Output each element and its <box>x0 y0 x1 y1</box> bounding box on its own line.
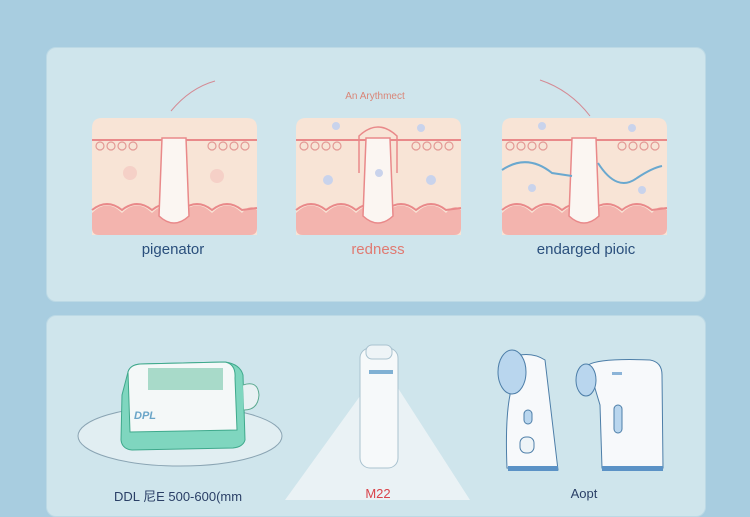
label-aopt: Aopt <box>570 486 598 501</box>
label-dpl-device: DDL 尼E 500-600(mm <box>113 489 243 504</box>
label-m22: M22 <box>365 486 391 501</box>
label-redness: redness <box>351 241 405 258</box>
panel-title: An Arythmect <box>345 91 405 102</box>
m22-handpiece-icon <box>359 344 399 469</box>
skin-diagram-redness <box>295 117 462 236</box>
arrow-left <box>170 80 216 112</box>
arrow-right <box>539 79 591 117</box>
skin-diagram-enlarged-pores <box>501 117 668 236</box>
skin-diagram-pigmentation <box>91 117 258 236</box>
dpl-device-icon: DPL <box>77 361 283 467</box>
dpl-badge: DPL <box>134 410 156 422</box>
illustration: DPL <box>77 79 668 500</box>
label-pigmentation: pigenator <box>141 241 205 258</box>
aopt-device-icon <box>497 349 664 471</box>
label-enlarged-pores: endarged pioic <box>536 241 636 258</box>
